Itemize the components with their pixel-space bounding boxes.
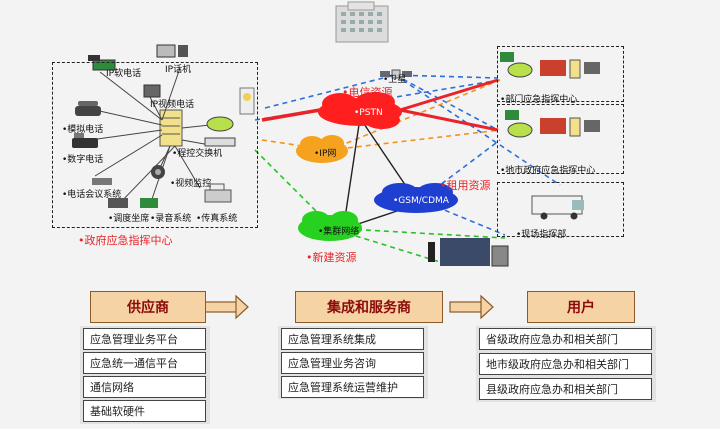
label-dept-center: •部门应急指挥中心 [500,95,578,105]
ip-video-phone-icon [143,84,161,98]
label-pstn: •PSTN [354,108,383,118]
gsm-cloud [374,183,458,213]
supplier-header: 供应商 [90,291,206,323]
label-ip-phone: IP话机 [165,65,192,75]
satellite-icon [380,69,412,79]
label-recording: •录音系统 [150,214,192,224]
arrow-icon [449,294,494,320]
label-rented-resource: •租用资源 [440,179,491,192]
ip-soft-phone-icon [88,55,116,71]
gov-center-title: •政府应急指挥中心 [78,234,173,247]
label-video-monitor: •视频监控 [170,179,212,189]
building-icon [335,1,389,43]
user-header: 用户 [527,291,635,323]
conference-icon [92,178,112,185]
arrow-icon [204,294,249,320]
link-line [329,129,501,151]
supplier-item: 通信网络 [83,376,206,398]
dept-center-icons [500,52,600,79]
label-telecom-resource: •电信资源 [342,86,393,99]
pstn-cloud [318,92,402,129]
label-field-cmd: •现场指挥部 [516,230,567,240]
trunk-cloud [298,211,362,241]
link-line [419,199,506,236]
field-cmd-box [497,182,624,237]
label-new-resource: •新建资源 [306,251,357,264]
user-item: 地市级政府应急办和相关部门 [479,353,652,375]
gov-center-box [52,62,258,228]
label-fax: •传真系统 [196,214,238,224]
label-pbx: •程控交换机 [172,149,223,159]
label-digital-phone: •数字电话 [62,155,104,165]
integrator-item: 应急管理系统运营维护 [281,376,424,398]
ip-phone-icon [156,44,188,58]
dispatch-icon [108,198,158,208]
city-center-box [497,104,624,174]
label-city-center: •地市政府应急指挥中心 [500,166,596,176]
label-trunk: •集群网络 [318,227,360,237]
link-line [394,74,499,131]
label-gsm: •GSM/CDMA [393,196,449,206]
link-line [264,74,396,109]
label-analog-phone: •模拟电话 [62,125,104,135]
fax-icon [204,183,232,203]
analog-phone-icon [75,101,101,116]
terminal-icon [239,87,255,115]
link-line [419,139,501,201]
ip-cloud [296,135,348,163]
pbx-icon [159,109,183,147]
integrator-item: 应急管理系统集成 [281,328,424,350]
dept-center-box [497,46,624,102]
label-ip-video-phone: IP视频电话 [150,100,195,110]
camera-icon [151,165,165,179]
field-vehicle-icon [531,195,584,220]
integrator-header: 集成和服务商 [295,291,443,323]
user-item: 县级政府应急办和相关部门 [479,378,652,400]
router-icon [206,116,234,132]
switch-icon [204,137,236,147]
supplier-item: 应急统一通信平台 [83,352,206,374]
link-line [394,74,499,79]
digital-phone-icon [72,133,98,148]
integrator-item: 应急管理业务咨询 [281,352,424,374]
supplier-item: 基础软硬件 [83,400,206,422]
link-line [394,74,561,186]
supplier-item: 应急管理业务平台 [83,328,206,350]
label-conference: •电话会议系统 [62,190,122,200]
label-ip-soft-phone: IP软电话 [106,69,142,79]
field-photo-icon [428,238,509,267]
link-line [329,79,501,151]
label-ip-net: •IP网 [314,149,337,159]
user-item: 省级政府应急办和相关部门 [479,328,652,350]
label-dispatch-desk: •调度坐席 [108,214,150,224]
label-satellite: •卫星 [383,75,407,85]
city-center-icons [505,110,600,138]
